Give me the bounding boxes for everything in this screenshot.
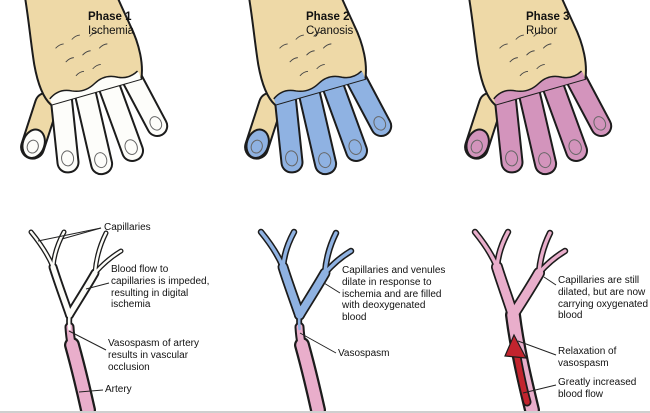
blood-flow-arrow [504,333,532,407]
vessel-interior [29,230,123,412]
label-artery: Artery [105,384,132,395]
vessel-interior [259,230,353,412]
phase-3-title: Phase 3 [526,11,570,23]
phase-1-title: Phase 1 [88,11,132,23]
vessel-illustration-phase-3: Capillaries are still dilated, but are n… [452,207,650,412]
label-capillaries-venules-dilate: Capillaries and venules dilate in respon… [342,265,446,324]
label-capillaries: Capillaries [104,222,151,233]
leader-lines [37,227,110,393]
vessel-illustration-phase-2: Capillaries and venules dilate in respon… [238,207,453,412]
label-blood-flow-impeded: Blood flow to capillaries is impeded, re… [111,264,210,311]
label-relaxation-vasospasm: Relaxation of vasospasm [558,346,617,369]
label-vasospasm-artery: Vasospasm of artery results in vascular … [108,338,199,373]
phase-1-header: Phase 1 Ischemia [88,10,134,39]
vessel-illustration-phase-1: Capillaries Blood flow to capillaries is… [8,207,223,412]
leader-lines [517,276,557,394]
phase-2-title: Phase 2 [306,11,350,23]
label-greatly-increased-flow: Greatly increased blood flow [558,377,637,400]
phase-2-subtitle: Cyanosis [306,25,354,38]
label-vasospasm: Vasospasm [338,348,390,359]
leader-lines [299,282,341,354]
phase-3-header: Phase 3 Rubor [526,10,569,39]
phase-1-subtitle: Ischemia [88,25,135,38]
phase-3-subtitle: Rubor [526,25,558,38]
phase-2-header: Phase 2 Cyanosis [306,10,353,39]
bottom-divider [0,411,650,413]
label-capillaries-still-dilated: Capillaries are still dilated, but are n… [558,275,649,322]
